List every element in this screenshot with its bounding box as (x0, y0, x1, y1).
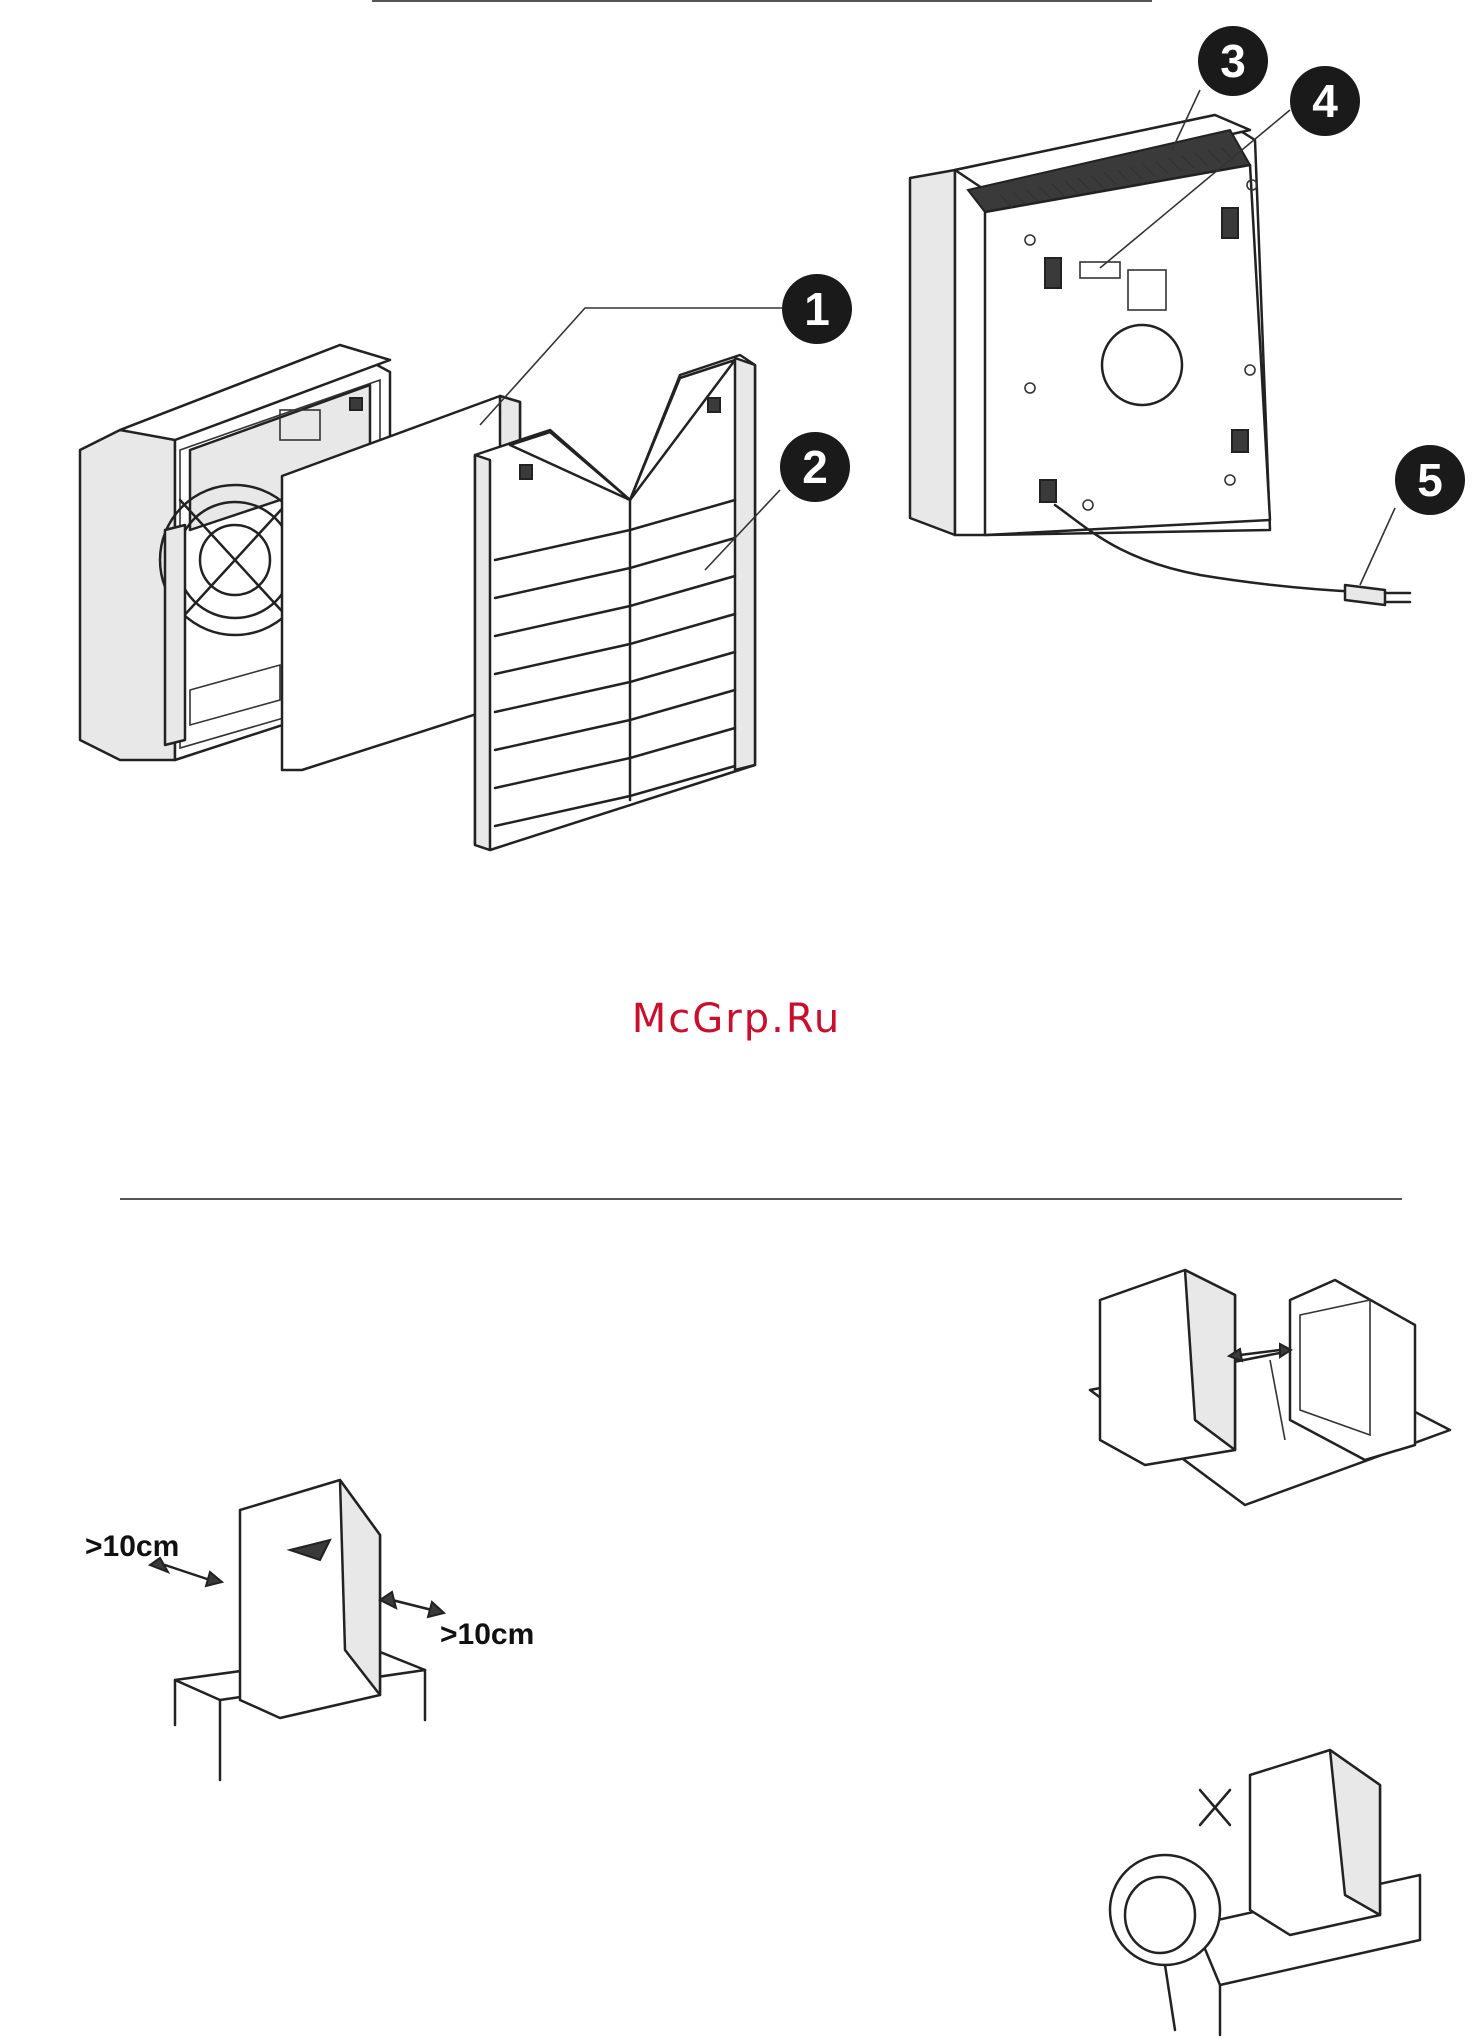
callout-1: 1 (782, 274, 852, 344)
watermark: McGrp.Ru (0, 996, 1473, 1042)
distance-label-left: >10cm (85, 1530, 179, 1564)
distance-label-right: >10cm (440, 1618, 534, 1652)
callout-2: 2 (780, 432, 850, 502)
purifier-rear-housing (910, 115, 1270, 535)
fan-warning-illustration (1100, 1735, 1460, 2035)
leader-line-5 (1360, 508, 1395, 585)
rear-view-illustration (0, 0, 1473, 900)
callout-3: 3 (1198, 26, 1268, 96)
plug (1345, 585, 1385, 605)
callout-4: 4 (1290, 66, 1360, 136)
section-divider-rule (120, 1198, 1402, 1200)
tv-placement-illustration (1085, 1240, 1465, 1510)
callout-5: 5 (1395, 445, 1465, 515)
